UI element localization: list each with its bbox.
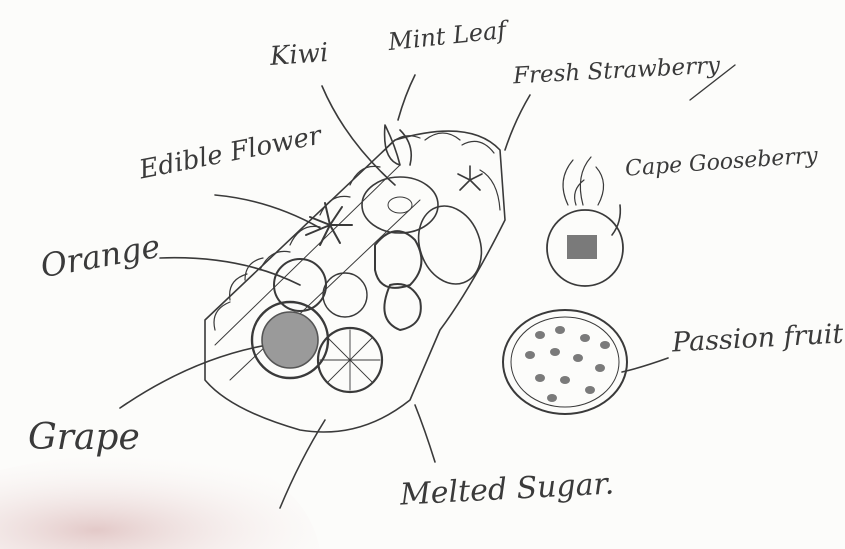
label-grape: Grape — [28, 420, 140, 456]
strawberry — [375, 231, 421, 288]
leader-flower — [215, 195, 320, 228]
leader-mint — [398, 75, 415, 120]
leader-sugar — [415, 405, 435, 462]
passion-fruit — [503, 310, 627, 414]
leader-grape — [120, 346, 262, 408]
leader-strawberry — [505, 95, 530, 150]
thumb-smudge — [0, 455, 320, 549]
label-kiwi: Kiwi — [269, 40, 329, 70]
kiwi-slice — [362, 177, 438, 233]
leader-passion — [622, 358, 668, 372]
